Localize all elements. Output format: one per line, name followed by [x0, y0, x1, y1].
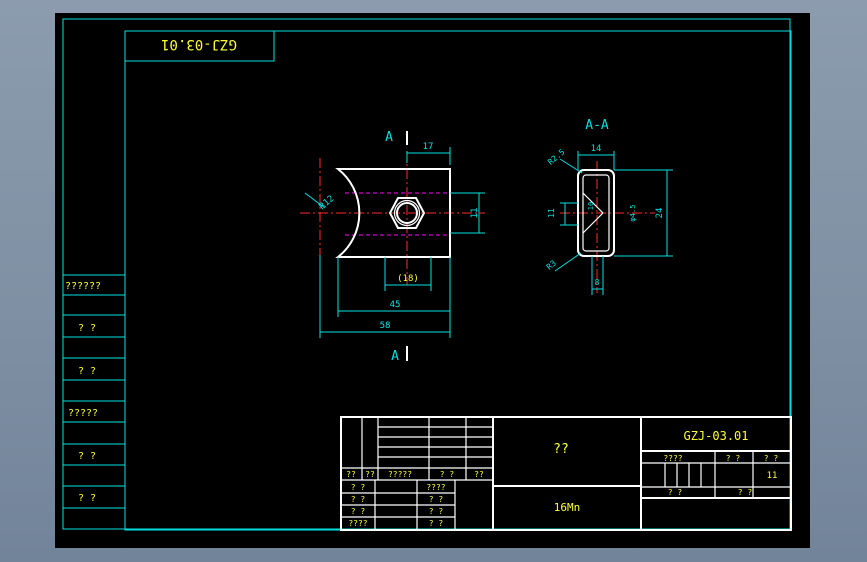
title-block: ?? ?? ????? ? ? ?? ? ? ? ? ? ? ???? ????…	[340, 416, 792, 531]
dim-11: 11	[470, 208, 480, 219]
tb-left-2: ? ?	[351, 507, 366, 516]
flipped-number-box	[124, 30, 275, 62]
section-label-bottom: A	[391, 349, 399, 364]
dim-phi: φ4.5	[629, 205, 637, 222]
tb-mid-1: ??	[365, 470, 375, 479]
tb-right-bottom-0: ? ?	[668, 488, 683, 497]
section-label-top: A	[385, 130, 393, 145]
tb-center-3: ? ?	[429, 519, 444, 528]
tb-center-2: ? ?	[429, 507, 444, 516]
side-label-4: ? ?	[78, 451, 96, 462]
tb-mid-2: ?????	[388, 470, 412, 479]
side-label-3: ?????	[68, 408, 98, 419]
section-view-title: A-A	[585, 118, 609, 133]
tb-count: 11	[767, 471, 778, 481]
dim-11-5: 11	[547, 208, 556, 218]
dim-17: 17	[423, 142, 434, 152]
tb-right-bottom-1: ? ?	[738, 488, 753, 497]
tb-mid-0: ??	[346, 470, 356, 479]
drawing-number: GZJ-03.01	[683, 429, 748, 443]
tb-center-0: ????	[426, 483, 445, 492]
dim-24: 24	[655, 208, 665, 219]
side-label-5: ? ?	[78, 493, 96, 504]
tb-center-1: ? ?	[429, 495, 444, 504]
tb-right-0: ????	[663, 454, 682, 463]
inner-border	[124, 30, 792, 531]
side-label-0: ??????	[65, 281, 101, 292]
dim-58: 58	[380, 321, 391, 331]
tb-mid-3: ? ?	[440, 470, 455, 479]
dim-10: 10	[587, 202, 595, 210]
side-column: ?????? ? ? ? ? ????? ? ? ? ?	[62, 274, 126, 530]
dim-14: 14	[591, 144, 602, 154]
tb-right-2: ? ?	[764, 454, 779, 463]
material: 16Mn	[554, 501, 581, 514]
tb-mid-4: ??	[474, 470, 484, 479]
dim-18: (18)	[397, 274, 419, 284]
tb-left-1: ? ?	[351, 495, 366, 504]
flipped-drawing-number: GZJ-03.01	[161, 36, 237, 52]
tb-right-1: ? ?	[726, 454, 741, 463]
tb-left-0: ? ?	[351, 483, 366, 492]
outer-border	[62, 18, 791, 530]
front-view: 17 11 R12 (18) 45 58 A A	[300, 130, 485, 364]
cad-viewport[interactable]: GZJ-03.01 ?????? ? ? ? ? ????? ? ? ? ?	[55, 13, 810, 548]
dim-8: 8	[595, 278, 600, 287]
section-view: A-A 14 R2.5 11 10 24 φ4.5 8 R3	[545, 118, 673, 295]
side-label-2: ? ?	[78, 366, 96, 377]
drawing-canvas: GZJ-03.01 ?????? ? ? ? ? ????? ? ? ? ?	[62, 18, 792, 531]
dim-45: 45	[390, 300, 401, 310]
dim-r2-5: R2.5	[546, 147, 567, 166]
side-label-1: ? ?	[78, 323, 96, 334]
part-name: ??	[553, 442, 569, 457]
tb-left-3: ????	[348, 519, 367, 528]
